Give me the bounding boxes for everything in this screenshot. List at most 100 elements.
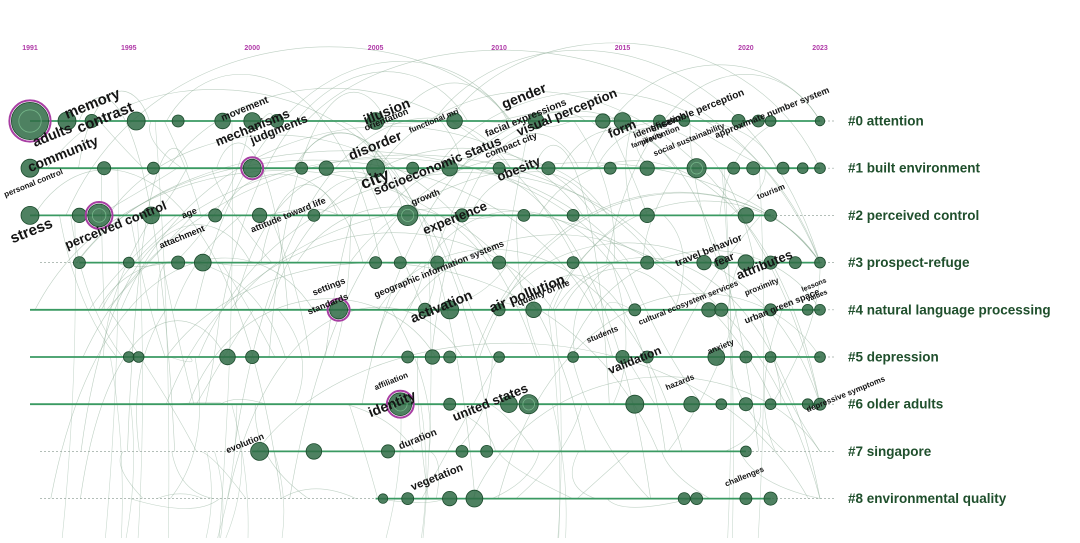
citation-link — [257, 343, 809, 498]
cluster-label: #7 singapore — [848, 444, 932, 459]
citation-link — [172, 451, 214, 498]
keyword-label: growth — [410, 187, 442, 208]
keyword-node — [747, 162, 760, 175]
keyword-node — [123, 257, 134, 268]
citation-link — [662, 451, 710, 498]
keyword-node — [73, 257, 85, 269]
keyword-node — [402, 351, 414, 363]
keyword-label: validation — [606, 343, 663, 377]
cluster-label: #4 natural language processing — [848, 302, 1051, 317]
citation-link — [81, 225, 251, 452]
citation-link — [228, 307, 463, 499]
keyword-node — [815, 116, 825, 126]
year-label: 2023 — [812, 45, 828, 52]
keyword-node — [296, 162, 308, 174]
keyword-label: cultural ecosystem services — [637, 278, 740, 327]
citation-link — [421, 404, 426, 538]
citation-link — [137, 310, 166, 452]
keyword-node — [567, 257, 579, 269]
keyword-label: duration — [397, 427, 438, 452]
keyword-node — [740, 493, 752, 505]
keyword-node — [728, 162, 740, 174]
citation-link — [155, 121, 169, 538]
keyword-node — [568, 352, 579, 363]
keyword-node — [815, 352, 826, 363]
cluster-label: #3 prospect-refuge — [848, 255, 970, 270]
keyword-node — [194, 254, 211, 271]
citation-link — [163, 263, 194, 405]
keyword-node — [815, 163, 826, 174]
keyword-node — [815, 257, 826, 268]
keyword-node — [133, 352, 144, 363]
cluster-label: #8 environmental quality — [848, 491, 1007, 506]
keyword-node — [684, 396, 700, 412]
cluster-label: #5 depression — [848, 350, 939, 365]
keyword-node — [604, 162, 616, 174]
citation-link — [126, 404, 134, 538]
citation-link — [130, 499, 220, 509]
keyword-node — [123, 352, 134, 363]
keyword-label: age — [180, 205, 198, 220]
keyword-node — [715, 303, 728, 316]
citation-link — [548, 310, 560, 538]
cluster-labels: #0 attention#1 built environment#2 perce… — [848, 114, 1051, 507]
keyword-node — [702, 303, 716, 317]
keyword-node — [629, 304, 641, 316]
keyword-node — [641, 256, 654, 269]
citation-link — [170, 357, 199, 499]
keyword-node — [739, 398, 752, 411]
citation-link — [103, 215, 153, 357]
keyword-node — [481, 445, 493, 457]
keyword-node — [765, 209, 777, 221]
keyword-label: geographic information systems — [373, 238, 506, 299]
keyword-node — [172, 115, 184, 127]
citation-link — [206, 451, 211, 538]
keyword-node — [740, 351, 752, 363]
keyword-node — [209, 209, 222, 222]
citation-links — [34, 43, 820, 538]
citation-link — [758, 168, 764, 538]
keyword-node — [398, 205, 418, 225]
keyword-node — [765, 352, 776, 363]
cluster-label: #2 perceived control — [848, 208, 979, 223]
citation-link — [175, 121, 251, 263]
year-label: 1995 — [121, 45, 137, 52]
citation-link — [109, 310, 197, 452]
keyword-node — [456, 445, 468, 457]
keyword-label: united states — [450, 380, 530, 424]
year-label: 2005 — [368, 45, 384, 52]
citation-link — [219, 121, 232, 538]
keyword-node — [370, 257, 382, 269]
keyword-node — [425, 350, 439, 364]
keyword-node — [741, 446, 752, 457]
citation-link — [470, 172, 599, 216]
keyword-node — [147, 162, 159, 174]
keyword-node — [797, 163, 808, 174]
keyword-node — [444, 351, 456, 363]
citation-link — [281, 489, 356, 499]
keyword-node — [381, 445, 394, 458]
keyword-node — [687, 159, 706, 178]
keyword-label: affiliation — [373, 370, 409, 392]
keyword-node — [765, 399, 776, 410]
keyword-node — [319, 161, 333, 175]
keyword-node — [220, 349, 236, 365]
keyword-node — [815, 304, 826, 315]
citation-link — [35, 171, 488, 310]
keyword-node — [402, 493, 414, 505]
keyword-node — [466, 490, 483, 507]
keyword-node — [306, 444, 322, 460]
citation-link — [130, 215, 165, 357]
citation-link — [157, 494, 203, 499]
citation-link — [150, 121, 182, 168]
keyword-node — [494, 352, 505, 363]
cluster-label: #1 built environment — [848, 161, 981, 176]
citation-link — [605, 302, 632, 310]
keyword-node — [526, 302, 542, 318]
keyword-node — [493, 256, 506, 269]
year-label: 2020 — [738, 45, 754, 52]
keyword-node — [172, 256, 185, 269]
